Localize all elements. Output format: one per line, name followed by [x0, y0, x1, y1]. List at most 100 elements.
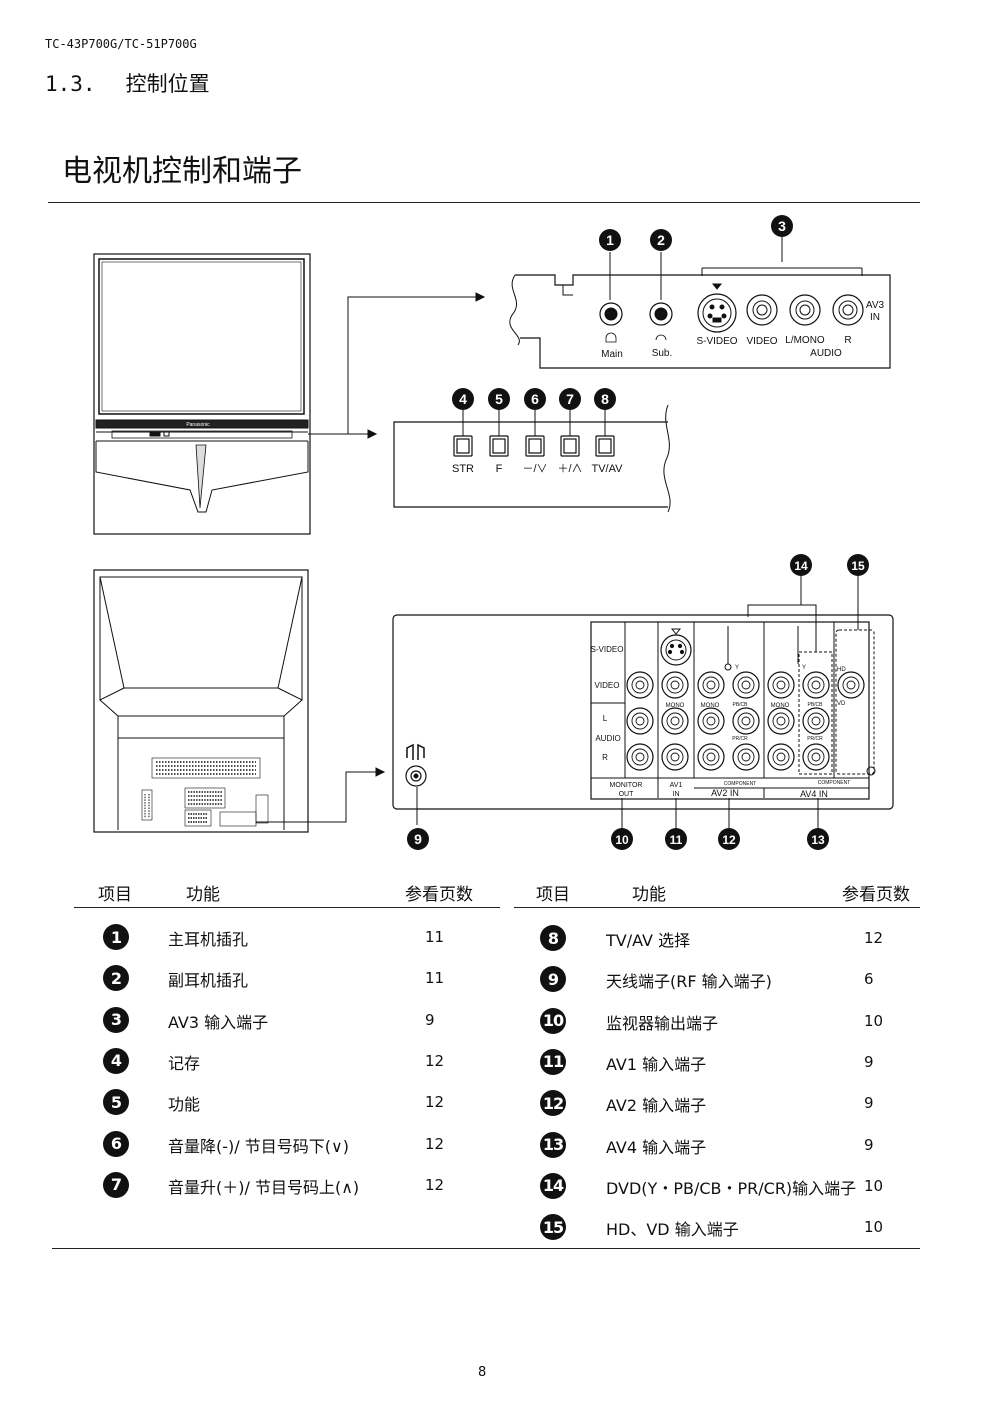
video-label: VIDEO: [746, 336, 777, 347]
rear-audio-label: AUDIO: [595, 734, 620, 743]
item-function: 音量升(＋)/ 节目号码上(∧): [168, 1177, 360, 1197]
item-number-badge: 9: [540, 966, 566, 993]
callout-number: 7: [566, 391, 574, 407]
rca-jack-ring: [772, 748, 790, 766]
callout-circle: [452, 388, 474, 410]
rca-jack-ring: [702, 676, 720, 694]
callout-number: 8: [601, 391, 609, 407]
rca-jack: [697, 671, 725, 699]
item-page: 11: [425, 969, 445, 988]
button-label-str: STR: [452, 463, 474, 475]
rca-jack-ring: [635, 752, 645, 762]
rca-jack-ring: [741, 752, 751, 762]
rear-mono-label-1: MONO: [666, 703, 685, 709]
rear-rca-jacks: [626, 671, 865, 771]
callout-number: 10: [615, 833, 629, 847]
callout-number: 1: [606, 232, 614, 248]
table-bottom-rule: [52, 1248, 920, 1249]
item-function: TV/AV 选择: [606, 931, 691, 950]
callout-number: 15: [851, 559, 865, 573]
rca-jack-ring: [741, 716, 751, 726]
callout-number: 6: [531, 391, 539, 407]
rear-mono-label-3: MONO: [771, 703, 790, 709]
r-label: R: [844, 335, 851, 346]
rear-jack-panel: [392, 576, 894, 828]
rca-jack: [767, 743, 795, 771]
rca-jack-ring: [811, 680, 821, 690]
rca-jack: [661, 671, 689, 699]
monitor-out-label: OUT: [619, 791, 635, 798]
item-page: 10: [864, 1218, 884, 1237]
callout-number: 13: [811, 833, 825, 847]
rca-jack-ring: [737, 712, 755, 730]
right-header-rule: [514, 907, 920, 908]
callout-circle: [599, 229, 621, 251]
rca-jack-ring: [706, 716, 716, 726]
item-page: 12: [425, 1051, 445, 1070]
item-page: 12: [425, 1093, 445, 1112]
rca-jack-ring: [706, 752, 716, 762]
lmono-label: L/MONO: [785, 335, 825, 346]
rca-jack-ring: [702, 748, 720, 766]
item-number-badge: 14: [540, 1172, 566, 1199]
right-header-item: 项目: [536, 885, 570, 905]
rear-s-video-label: S-VIDEO: [591, 645, 624, 654]
button-label-vol-down: －/∨: [522, 463, 547, 475]
rca-jack-ring: [666, 712, 684, 730]
rca-jack-ring: [741, 680, 751, 690]
item-page: 11: [425, 928, 445, 946]
rca-jack-ring: [702, 712, 720, 730]
callout-circle: [847, 554, 869, 576]
rca-jack-ring: [666, 748, 684, 766]
rca-jack: [802, 743, 830, 771]
front-tv-illustration: [93, 253, 311, 535]
audio-label: AUDIO: [810, 348, 842, 359]
item-function: AV4 输入端子: [606, 1137, 707, 1157]
rca-jack-ring: [846, 680, 856, 690]
av3-label: AV3: [866, 300, 885, 311]
rca-jack: [732, 743, 760, 771]
callout-number: 4: [459, 391, 467, 407]
tv-controls-diagram: Panasonic Main: [93, 215, 894, 850]
rca-jack: [626, 671, 654, 699]
item-number-badge: 3: [103, 1006, 129, 1033]
callout-circle: [665, 828, 687, 850]
callout-number: 12: [722, 833, 736, 847]
item-number-badge: 4: [103, 1047, 129, 1074]
item-page: 9: [864, 1094, 874, 1113]
item-function: AV1 输入端子: [606, 1054, 707, 1074]
rca-jack-ring: [635, 680, 645, 690]
item-number-badge: 8: [540, 925, 566, 951]
callout-circle: [718, 828, 740, 850]
rca-jack-ring: [631, 676, 649, 694]
s-video-label: S-VIDEO: [696, 336, 737, 347]
callout-circle: [559, 388, 581, 410]
av3-in-label: IN: [870, 312, 880, 323]
callout-circle: [611, 828, 633, 850]
rca-jack-ring: [807, 712, 825, 730]
left-header-function: 功能: [186, 885, 220, 905]
right-header-function: 功能: [632, 885, 666, 905]
rca-jack-ring: [737, 676, 755, 694]
rear-l-label: L: [603, 714, 608, 723]
item-number-badge: 2: [103, 965, 129, 992]
callout-number: 5: [495, 391, 503, 407]
rca-jack: [697, 743, 725, 771]
rca-jack-ring: [776, 716, 786, 726]
callout-number: 14: [794, 559, 808, 573]
left-header-page: 参看页数: [405, 885, 473, 905]
rca-jack-ring: [807, 676, 825, 694]
item-number-badge: 1: [103, 924, 129, 950]
rca-jack: [837, 671, 865, 699]
rca-jack: [661, 707, 689, 735]
item-number-badge: 15: [540, 1214, 566, 1241]
rca-jack-ring: [772, 676, 790, 694]
item-function: 功能: [168, 1095, 201, 1115]
callout-circle: [488, 388, 510, 410]
item-number-badge: 12: [540, 1090, 566, 1117]
rca-jack-ring: [811, 716, 821, 726]
rca-jack-ring: [631, 712, 649, 730]
callout-number: 2: [657, 232, 665, 248]
button-label-vol-up: ＋/∧: [557, 463, 582, 475]
item-number-badge: 7: [103, 1171, 129, 1198]
